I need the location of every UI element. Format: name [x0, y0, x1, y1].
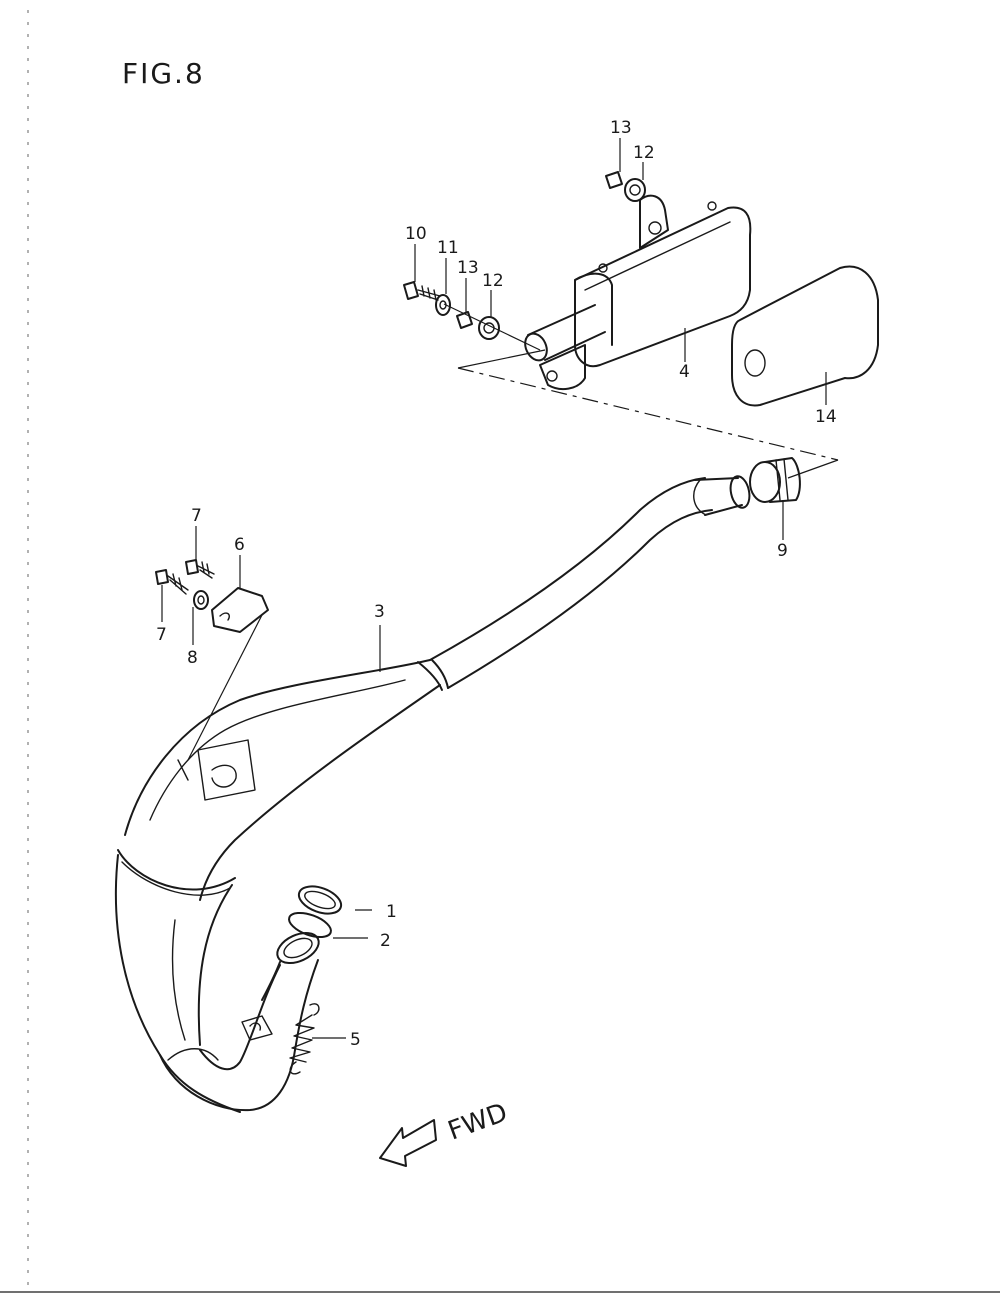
figure-title: FIG.8: [122, 57, 205, 90]
washer-11: [435, 294, 451, 316]
collar-13-upper: [605, 171, 623, 189]
washer-8: [193, 590, 209, 610]
callout-1: 1: [386, 902, 397, 922]
gaskets: [288, 885, 343, 939]
callout-4: 4: [679, 362, 690, 382]
callout-7-upper: 7: [191, 506, 202, 526]
forward-arrow-icon: [379, 1119, 437, 1167]
silencer-joint-line-b: [457, 367, 839, 461]
bolt-axis-line: [443, 303, 541, 351]
grommet-12-upper: [624, 178, 646, 202]
bolt-7-lower: [155, 569, 189, 595]
callout-2: 2: [380, 931, 391, 951]
callout-14: 14: [815, 407, 837, 427]
silencer: [524, 194, 752, 391]
bracket-6: [211, 587, 269, 633]
grommet-12-lower: [478, 316, 500, 340]
leader-lines: [161, 138, 827, 1039]
callout-8: 8: [187, 648, 198, 668]
forward-direction-indicator: FWD: [379, 1098, 511, 1167]
bracket-assembly-line: [187, 614, 263, 761]
callout-7-lower: 7: [156, 625, 167, 645]
joint-sleeve: [749, 457, 801, 503]
callout-6: 6: [234, 535, 245, 555]
bolt-10: [403, 281, 441, 301]
callout-13-lower: 13: [457, 258, 479, 278]
callout-5: 5: [350, 1030, 361, 1050]
bolt-7-upper: [185, 559, 215, 579]
forward-label: FWD: [444, 1098, 511, 1147]
silencer-joint-line-a: [457, 349, 546, 369]
callout-11: 11: [437, 238, 459, 258]
silencer-packing: [731, 265, 879, 407]
spring: [289, 1003, 320, 1075]
callout-3: 3: [374, 602, 385, 622]
callout-9: 9: [777, 541, 788, 561]
callout-10: 10: [405, 224, 427, 244]
silencer-joint-line-c: [787, 459, 839, 479]
callout-13-upper: 13: [610, 118, 632, 138]
exhaust-chamber: [114, 475, 751, 1113]
callout-12-lower: 12: [482, 271, 504, 291]
callout-12-upper: 12: [633, 143, 655, 163]
